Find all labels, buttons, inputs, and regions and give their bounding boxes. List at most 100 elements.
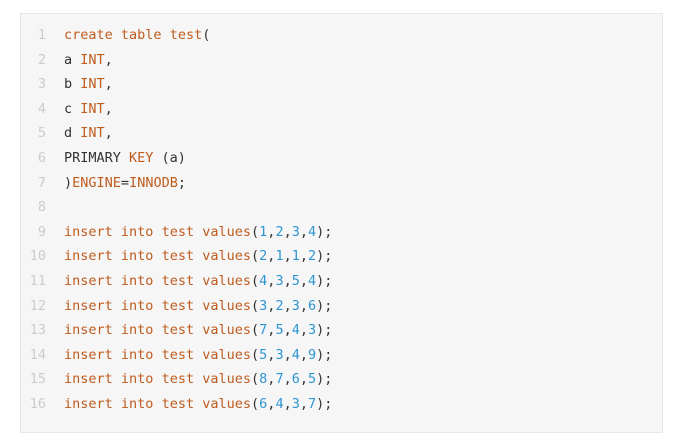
- line-content: insert into test values(8,7,6,5);: [64, 367, 652, 392]
- token-keyword: values: [202, 223, 252, 240]
- sql-code-block: 1 create table test( 2 a INT, 3 b INT, 4…: [20, 13, 663, 433]
- line-content: c INT,: [64, 97, 652, 122]
- token-number: 3: [275, 346, 284, 363]
- token-plain: [194, 298, 202, 314]
- token-plain: [153, 396, 161, 412]
- token-plain: );: [316, 346, 333, 363]
- token-number: 2: [275, 297, 284, 314]
- line-content: insert into test values(3,2,3,6);: [64, 294, 652, 319]
- line-content: d INT,: [64, 121, 652, 146]
- token-keyword: into: [120, 346, 154, 363]
- token-keyword: test: [161, 346, 195, 363]
- token-number: 1: [291, 248, 300, 265]
- token-keyword: insert: [64, 346, 113, 363]
- code-line: 1 create table test(: [21, 23, 652, 48]
- token-plain: );: [316, 322, 333, 339]
- token-plain: [113, 322, 121, 338]
- code-line: 11 insert into test values(4,3,5,4);: [21, 269, 652, 294]
- token-plain: ,: [283, 223, 292, 240]
- token-keyword: ENGINE: [72, 174, 121, 191]
- token-plain: [153, 371, 161, 387]
- token-keyword: test: [161, 297, 195, 314]
- token-number: 2: [275, 223, 284, 240]
- token-keyword: insert: [64, 322, 113, 339]
- token-number: 4: [308, 272, 317, 289]
- token-plain: ,: [267, 297, 276, 314]
- token-plain: (: [251, 346, 260, 363]
- line-content: insert into test values(7,5,4,3);: [64, 318, 652, 343]
- token-number: 8: [259, 371, 268, 388]
- token-plain: (: [251, 297, 260, 314]
- line-number: 9: [37, 223, 46, 240]
- token-plain: (: [251, 395, 260, 412]
- token-keyword: values: [202, 346, 252, 363]
- token-plain: PRIMARY: [64, 149, 130, 166]
- code-line: 7 )ENGINE=INNODB;: [21, 171, 652, 196]
- token-plain: ,: [283, 297, 292, 314]
- line-number: 8: [37, 199, 46, 216]
- code-line: 3 b INT,: [21, 72, 652, 97]
- line-number: 12: [29, 297, 46, 314]
- token-plain: ,: [283, 248, 292, 265]
- token-plain: c: [64, 100, 81, 117]
- token-keyword: insert: [64, 395, 113, 412]
- line-content: )ENGINE=INNODB;: [64, 171, 652, 196]
- token-keyword: values: [202, 371, 252, 388]
- token-number: 6: [259, 395, 268, 412]
- token-number: 3: [259, 297, 268, 314]
- token-keyword: into: [120, 272, 154, 289]
- token-plain: b: [64, 76, 81, 93]
- token-plain: ,: [299, 371, 308, 388]
- token-plain: [153, 224, 161, 240]
- token-plain: [194, 248, 202, 264]
- token-plain: (: [251, 223, 260, 240]
- token-plain: d: [64, 125, 81, 142]
- token-keyword: test: [161, 272, 195, 289]
- token-plain: );: [316, 395, 333, 412]
- line-number: 5: [37, 125, 46, 142]
- line-content: [64, 195, 652, 220]
- token-number: 1: [275, 248, 284, 265]
- token-plain: ,: [299, 297, 308, 314]
- line-number: 2: [37, 51, 46, 68]
- token-number: 4: [275, 395, 284, 412]
- token-number: 7: [308, 395, 317, 412]
- token-plain: ): [64, 174, 73, 191]
- token-number: 7: [275, 371, 284, 388]
- token-keyword: values: [202, 395, 252, 412]
- code-line: 13 insert into test values(7,5,4,3);: [21, 318, 652, 343]
- token-plain: [113, 273, 121, 289]
- token-plain: );: [316, 371, 333, 388]
- token-plain: [153, 273, 161, 289]
- token-plain: ,: [299, 322, 308, 339]
- code-line: 12 insert into test values(3,2,3,6);: [21, 294, 652, 319]
- token-plain: ,: [267, 272, 276, 289]
- token-plain: (a): [153, 149, 186, 166]
- token-keyword: INNODB: [129, 174, 178, 191]
- line-number: 16: [29, 395, 46, 412]
- code-line: 16 insert into test values(6,4,3,7);: [21, 392, 652, 417]
- line-content: create table test(: [64, 23, 652, 48]
- token-plain: ,: [283, 371, 292, 388]
- line-number: 13: [29, 322, 46, 339]
- token-plain: ,: [299, 223, 308, 240]
- token-number: 7: [259, 322, 268, 339]
- token-plain: ,: [299, 248, 308, 265]
- token-keyword: table: [120, 27, 162, 43]
- token-number: 5: [308, 371, 317, 388]
- line-content: insert into test values(1,2,3,4);: [64, 220, 652, 245]
- line-number: 10: [29, 248, 46, 265]
- token-plain: [194, 347, 202, 363]
- line-content: insert into test values(2,1,1,2);: [64, 244, 652, 269]
- token-number: 6: [308, 297, 317, 314]
- token-plain: (: [202, 27, 211, 43]
- token-plain: [113, 396, 121, 412]
- token-plain: ,: [104, 125, 113, 142]
- token-plain: ,: [104, 100, 113, 117]
- token-plain: [153, 322, 161, 338]
- token-keyword: test: [161, 371, 195, 388]
- token-keyword: insert: [64, 223, 113, 240]
- token-plain: [153, 347, 161, 363]
- token-keyword: insert: [64, 297, 113, 314]
- token-keyword: test: [161, 223, 195, 240]
